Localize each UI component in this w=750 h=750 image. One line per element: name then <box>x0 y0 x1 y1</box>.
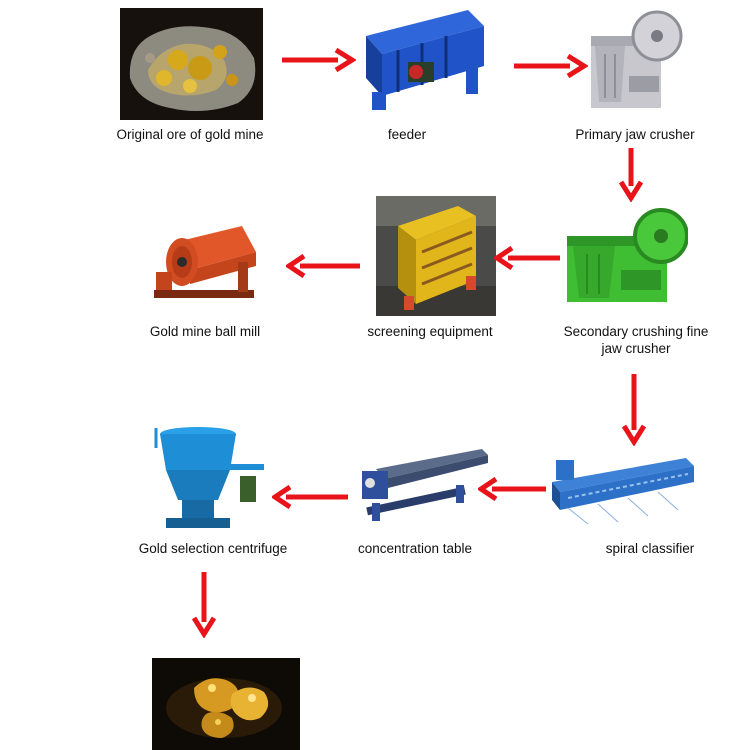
ball-mill-photo <box>146 212 264 308</box>
fine-jaw-crusher-photo <box>563 200 688 310</box>
flow-arrow <box>478 477 546 501</box>
node-label: concentration table <box>357 541 473 556</box>
jaw-crusher-photo <box>585 6 685 112</box>
flow-arrow <box>272 485 348 509</box>
flow-arrow <box>622 374 646 446</box>
spiral-classifier-photo <box>548 452 698 528</box>
node-label: Secondary crushing fine jaw crusher <box>563 324 709 356</box>
node-label: Primary jaw crusher <box>575 127 695 142</box>
node-label: Gold selection centrifuge <box>138 541 288 556</box>
flow-arrow <box>282 48 356 72</box>
flow-arrow <box>619 148 643 202</box>
node-label: Gold mine ball mill <box>149 324 261 339</box>
vibrating-screen-photo <box>376 196 496 316</box>
node-label: feeder <box>387 127 427 142</box>
flow-arrow <box>286 254 360 278</box>
flow-arrow <box>192 572 216 638</box>
node-label: Original ore of gold mine <box>116 127 264 142</box>
flow-arrow <box>514 54 588 78</box>
shaking-table-photo <box>352 445 490 525</box>
gold-centrifuge-photo <box>154 424 268 536</box>
node-label: spiral classifier <box>605 541 695 556</box>
gold-nuggets-photo <box>152 658 300 750</box>
node-label: screening equipment <box>367 324 493 339</box>
flow-arrow <box>494 246 560 270</box>
vibrating-feeder-photo <box>358 6 488 112</box>
gold-ore-photo <box>120 8 263 120</box>
